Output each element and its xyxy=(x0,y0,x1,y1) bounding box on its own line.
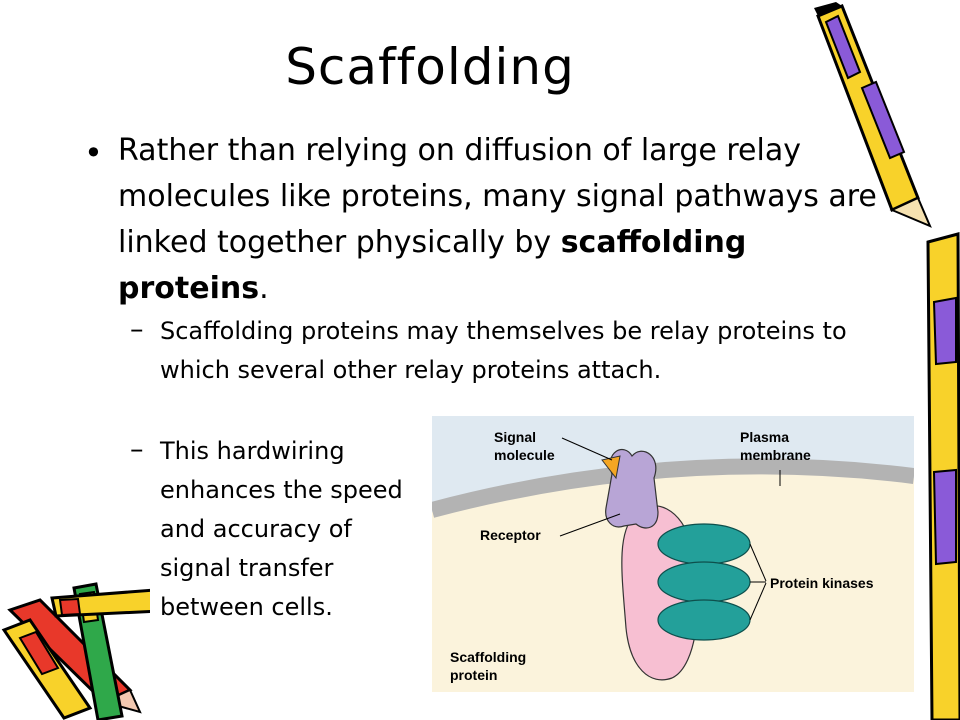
plasma-membrane-label: Plasma xyxy=(740,429,789,445)
subbullet-text: This hardwiring enhances the speed and a… xyxy=(160,437,403,621)
plasma-membrane-label: membrane xyxy=(740,447,811,463)
leader-lines xyxy=(559,437,781,621)
bullet-text: Rather than relying on diffusion of larg… xyxy=(118,133,877,260)
receptor xyxy=(605,449,659,529)
protein-kinases-label: Protein kinases xyxy=(770,575,874,591)
protein-kinase xyxy=(657,523,751,565)
slide-title: Scaffolding xyxy=(285,38,575,96)
main-bullet: Rather than relying on diffusion of larg… xyxy=(118,128,878,312)
signal-label: molecule xyxy=(494,447,555,463)
bullet-bold-term: scaffolding proteins xyxy=(118,225,747,306)
bullet-text-end: . xyxy=(259,271,269,306)
plasma-membrane xyxy=(432,458,914,518)
crayons-icon xyxy=(1,582,150,720)
subbullet-marker: – xyxy=(130,314,144,345)
signal-label: Signal xyxy=(494,429,536,445)
scaffolding-protein-label: protein xyxy=(450,667,497,683)
bullet-marker: • xyxy=(84,134,103,172)
scaffolding-diagram: Signal molecule Plasma membrane Receptor… xyxy=(432,416,914,692)
subbullet-text: Scaffolding proteins may themselves be r… xyxy=(160,317,847,384)
crayon-small xyxy=(50,588,150,618)
pencil-icon xyxy=(814,2,960,720)
scaffolding-protein-label: Scaffolding xyxy=(450,649,526,665)
signal-molecule xyxy=(601,455,621,480)
protein-kinase xyxy=(657,561,751,603)
protein-kinase xyxy=(657,599,751,641)
receptor-label: Receptor xyxy=(480,527,541,543)
pencil-upper xyxy=(814,2,932,228)
crayon-yellow xyxy=(1,618,93,720)
subbullet-marker: – xyxy=(130,434,144,465)
pencil-side xyxy=(926,232,960,720)
